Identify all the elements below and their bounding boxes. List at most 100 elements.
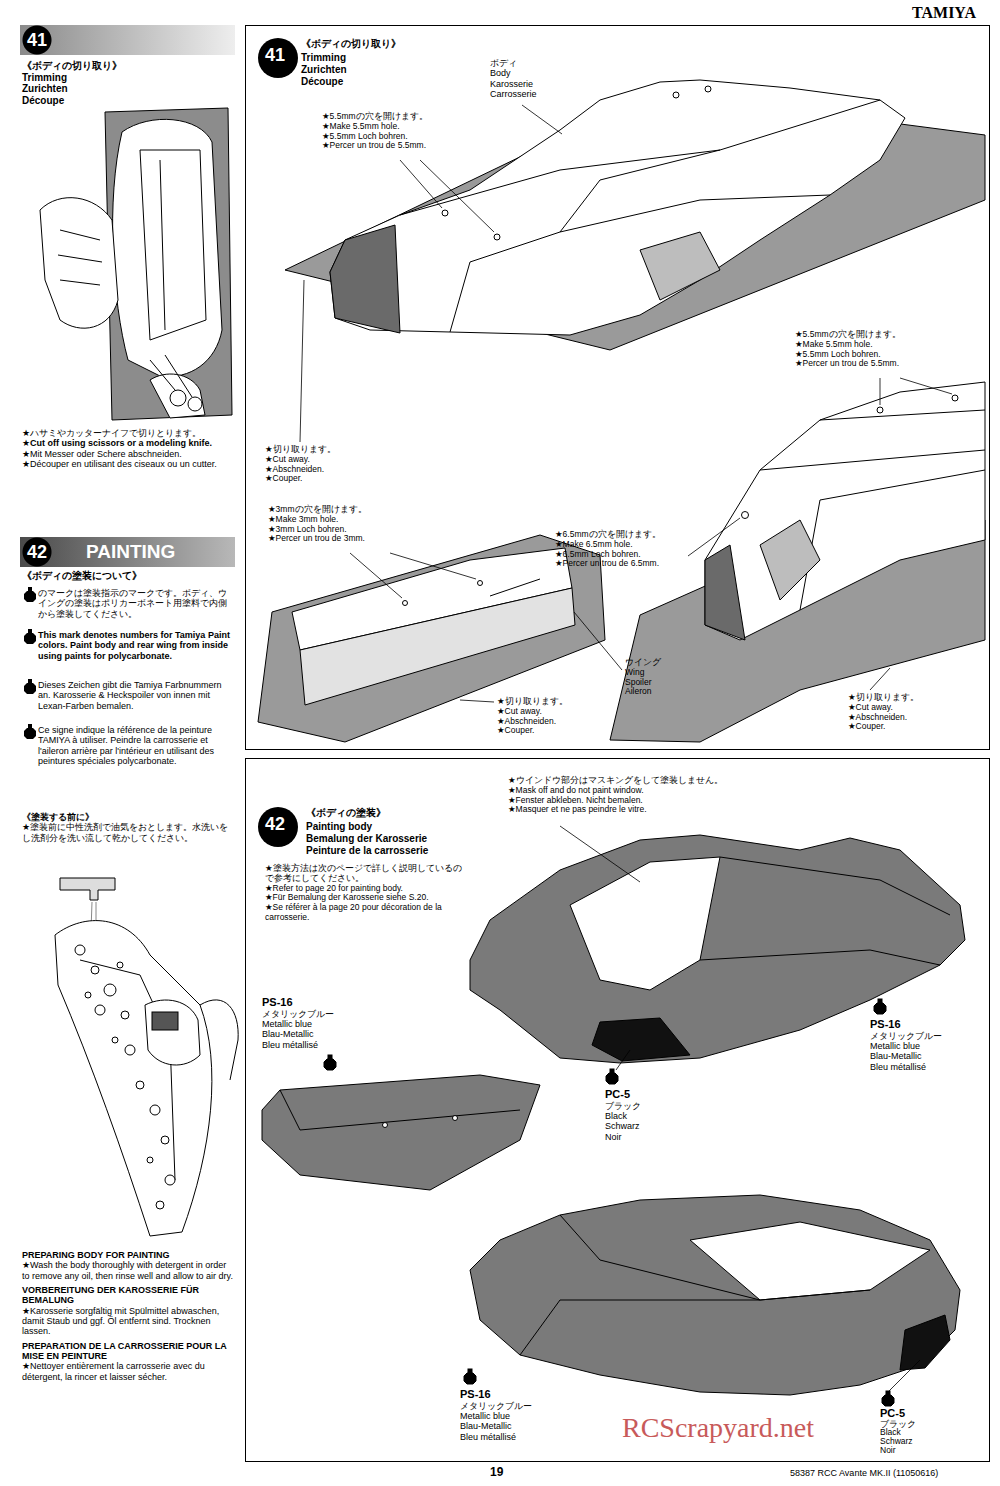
instruction-note: ★Nettoyer entièrement la carrosserie ave… bbox=[22, 1361, 235, 1382]
callout-note: ★塗装方法は次のページで詳しく説明しているので参考にしてください。 bbox=[265, 864, 463, 884]
label-group: PC-5ブラックBlackSchwarzNoir bbox=[605, 1088, 685, 1142]
paint-mark-symbol bbox=[23, 677, 37, 695]
painted-body bbox=[874, 999, 886, 1014]
painted-body bbox=[700, 950, 940, 965]
label-group: のマークは塗装指示のマークです。ボディ、ウイングの塗装はポリカーボネート用塗料で… bbox=[38, 588, 235, 619]
paint-color: ブラック bbox=[605, 1101, 685, 1111]
trimming-illustration bbox=[105, 108, 232, 420]
callout-note: ★Percer un trou de 6.5mm. bbox=[555, 559, 685, 569]
painted-body bbox=[900, 1315, 950, 1370]
step-band: 42PAINTING bbox=[20, 537, 235, 567]
painted-wing bbox=[262, 1075, 540, 1190]
label-group: ★ハサミやカッターナイフで切りとります。★Cut off using sciss… bbox=[22, 428, 235, 469]
part-name: Wing bbox=[625, 668, 685, 678]
label-group: Ce signe indique la référence de la pein… bbox=[38, 725, 235, 766]
brand-logo: TAMIYA bbox=[912, 4, 992, 22]
washing-illustration bbox=[156, 1201, 164, 1209]
paint-color: メタリックブルー bbox=[262, 1009, 362, 1019]
washing-illustration bbox=[60, 878, 115, 900]
painted-body bbox=[470, 1195, 960, 1395]
label-group: 19 bbox=[490, 1466, 520, 1480]
painted-body bbox=[560, 1215, 760, 1300]
washing-illustration bbox=[104, 984, 116, 996]
rear-body-on-tray bbox=[742, 512, 749, 519]
body-on-tray bbox=[673, 92, 679, 98]
label-group: ★塗装方法は次のページで詳しく説明しているので参考にしてください。★Refer … bbox=[265, 864, 463, 923]
painted-body bbox=[606, 1069, 618, 1084]
instruction-note: ★塗装前に中性洗剤で油気をおとします。水洗いをし洗剤分を洗い流して乾かしてくださ… bbox=[22, 822, 235, 843]
wing-on-tray bbox=[258, 535, 605, 742]
label-group: 《ボディの塗装について》 bbox=[22, 570, 235, 582]
paint-color: Blau-Metallic bbox=[870, 1051, 980, 1061]
leader-line bbox=[300, 280, 304, 442]
washing-illustration bbox=[165, 1175, 175, 1185]
label-group: ★切り取ります。★Cut away.★Abschneiden.★Couper. bbox=[848, 693, 958, 732]
callout-note: ★Se référer à la page 20 pour décoration… bbox=[265, 903, 463, 923]
step-number: 42 bbox=[22, 542, 52, 563]
painted-wing bbox=[453, 1116, 458, 1121]
label-group: PS-16メタリックブルーMetallic blueBlau-MetallicB… bbox=[460, 1388, 560, 1442]
label-group: ★6.5mmの穴を開けます。★Make 6.5mm hole.★6.5mm Lo… bbox=[555, 530, 685, 569]
paint-color: PS-16 bbox=[460, 1388, 560, 1401]
paint-color: PC-5 bbox=[880, 1408, 980, 1420]
rear-body-on-tray bbox=[877, 407, 883, 413]
paint-color: メタリックブルー bbox=[460, 1401, 560, 1411]
callout-note: ★Percer un trou de 5.5mm. bbox=[322, 141, 482, 151]
trimming-illustration bbox=[40, 108, 232, 420]
leader-line bbox=[350, 553, 402, 598]
washing-illustration bbox=[80, 960, 175, 1180]
leader-line bbox=[300, 105, 952, 702]
heading-text: 《ボディの塗装》 bbox=[306, 807, 386, 819]
label-group: ★切り取ります。★Cut away.★Abschneiden.★Couper. bbox=[265, 445, 375, 484]
label-group: PS-16メタリックブルーMetallic blueBlau-MetallicB… bbox=[870, 1018, 980, 1072]
callout-note: ★Make 5.5mm hole. bbox=[322, 122, 482, 132]
callout-note: ★Abschneiden. bbox=[497, 717, 597, 727]
part-name: Aileron bbox=[625, 687, 685, 697]
wing-on-tray bbox=[300, 588, 575, 705]
callout-note: ★Couper. bbox=[497, 726, 597, 736]
paint-color: Bleu métallisé bbox=[870, 1062, 980, 1072]
part-name: Spoiler bbox=[625, 678, 685, 688]
part-name: ウイング bbox=[625, 658, 685, 668]
trimming-illustration bbox=[160, 160, 165, 330]
callout-note: ★Percer un trou de 5.5mm. bbox=[795, 359, 955, 369]
paint-color: Noir bbox=[605, 1132, 685, 1142]
body-on-tray bbox=[705, 86, 711, 92]
instruction-note: ★Karosserie sorgfältig mit Spülmittel ab… bbox=[22, 1306, 235, 1337]
heading-text: Peinture de la carrosserie bbox=[306, 845, 428, 857]
painted-body bbox=[464, 1369, 476, 1384]
washing-illustration bbox=[117, 962, 123, 968]
paint-color: Schwarz bbox=[605, 1121, 685, 1131]
washing-illustration bbox=[150, 1105, 160, 1115]
heading-text: Bemalung der Karosserie bbox=[306, 833, 427, 845]
callout-note: ★Cut away. bbox=[265, 455, 375, 465]
washing-illustration bbox=[161, 1136, 169, 1144]
instruction-note: ★ハサミやカッターナイフで切りとります。 bbox=[22, 428, 235, 438]
body-on-tray bbox=[640, 232, 720, 300]
label-group: ウイングWingSpoilerAileron bbox=[625, 658, 685, 697]
wing-on-tray bbox=[258, 535, 605, 742]
paint-color: Metallic blue bbox=[870, 1041, 980, 1051]
leader-line bbox=[560, 826, 920, 1392]
label-group: ボディBodyKarosserieCarrosserie bbox=[490, 58, 570, 99]
footer-code: 58387 RCC Avante MK.II (11050616) bbox=[790, 1468, 995, 1478]
washing-illustration bbox=[145, 1000, 200, 1065]
step-heading: 《ボディの切り取り》 bbox=[22, 60, 232, 72]
painted-body bbox=[464, 1195, 960, 1406]
paint-color: メタリックブルー bbox=[870, 1031, 980, 1041]
trimming-illustration bbox=[113, 119, 222, 376]
leader-line bbox=[900, 378, 952, 394]
label-group: ★切り取ります。★Cut away.★Abschneiden.★Couper. bbox=[497, 697, 597, 736]
trimming-illustration bbox=[150, 355, 192, 397]
paint-mark-symbol bbox=[23, 627, 37, 645]
trimming-illustration bbox=[188, 397, 202, 411]
paint-color: Bleu métallisé bbox=[262, 1040, 362, 1050]
label-group: Dieses Zeichen gibt die Tamiya Farbnumme… bbox=[38, 680, 235, 711]
callout-note: ★3mm Loch bohren. bbox=[268, 525, 408, 535]
callout-note: ★Cut away. bbox=[497, 707, 597, 717]
rear-body-on-tray bbox=[760, 520, 820, 600]
callout-note: ★Für Bemalung der Karosserie siehe S.20. bbox=[265, 893, 463, 903]
step-circle: 41 bbox=[258, 38, 298, 78]
rear-body-on-tray bbox=[800, 470, 985, 610]
